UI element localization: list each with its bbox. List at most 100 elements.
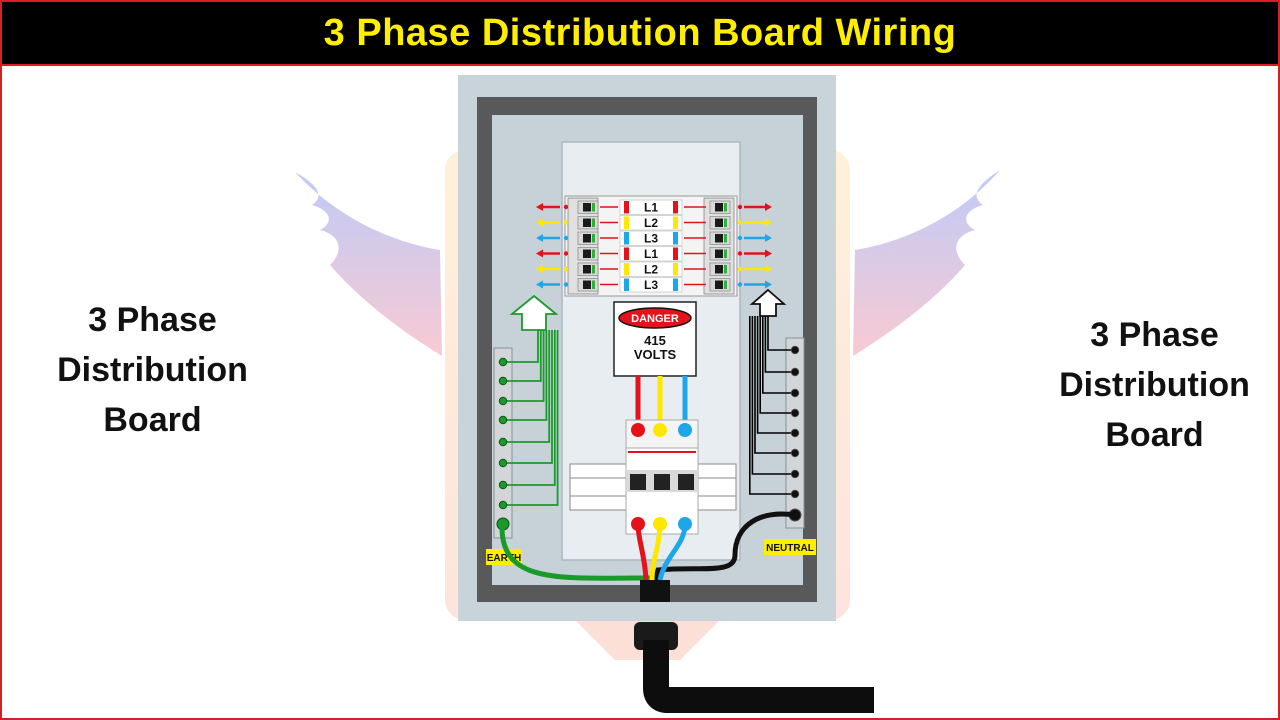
phase-color-tag [624, 247, 629, 260]
terminal-dot [563, 266, 569, 272]
caption-right: 3 Phase Distribution Board [1042, 310, 1267, 460]
mcb-breakers-right [684, 200, 731, 292]
arrow-head-left [536, 280, 543, 289]
caption-left-line1: 3 Phase [88, 301, 217, 339]
neutral-terminal [790, 489, 800, 499]
phase-label-cell [619, 199, 683, 215]
arrow-head-right [765, 218, 772, 227]
mcb-toggle [583, 249, 591, 258]
earth-terminal [498, 376, 508, 386]
earth-wire [503, 330, 545, 402]
neutral-wire [754, 316, 795, 454]
title-bar: 3 Phase Distribution Board Wiring [2, 2, 1278, 66]
phase-label: L1 [644, 247, 658, 261]
neutral-terminal [790, 448, 800, 458]
outgoing-phase-arrows [536, 203, 772, 289]
phase-label: L1 [644, 201, 658, 215]
phase-color-tag [673, 201, 678, 214]
terminal-dot [737, 251, 743, 256]
terminal-dot [563, 251, 569, 256]
phase-label: L3 [644, 278, 658, 292]
phase-label: L2 [644, 263, 658, 277]
earth-wire [503, 330, 553, 464]
caption-left-line2: Distribution [57, 351, 248, 389]
arrow-head-right [765, 265, 772, 273]
earth-wire [503, 330, 556, 486]
arrow-head-left [536, 218, 543, 227]
mcb-indicator [592, 234, 595, 243]
mcb-indicator [592, 265, 595, 274]
phase-color-tag [673, 263, 678, 276]
caption-right-line2: Distribution [1059, 366, 1250, 404]
phase-color-tag [673, 278, 678, 291]
mcb-toggle [715, 234, 723, 243]
danger-sign-line2: VOLTS [634, 347, 677, 362]
earth-label: EARTH [487, 553, 521, 564]
mcb-indicator [724, 203, 727, 212]
mcb-toggle [583, 280, 591, 289]
neutral-wire [767, 316, 795, 351]
wing-icon-left [295, 172, 442, 356]
terminal-dot [737, 220, 743, 225]
arrow-head-right [765, 280, 772, 289]
phase-color-tag [624, 278, 629, 291]
mcb-indicator [724, 218, 727, 227]
mcb-toggle [715, 218, 723, 227]
terminal-dot [563, 282, 569, 287]
arrow-up-icon-earth [509, 294, 559, 331]
mcb-breakers-left [577, 200, 618, 292]
phase-label: L3 [644, 232, 658, 246]
arrow-head-right [765, 249, 772, 258]
neutral-terminal [790, 428, 800, 438]
arrow-head-left [536, 249, 543, 258]
wing-icon-right [853, 170, 1000, 356]
earth-wire [503, 330, 551, 443]
mcb-indicator [592, 280, 595, 289]
mcb-toggle [583, 234, 591, 243]
mcb-toggle [715, 249, 723, 258]
terminal-dot [737, 266, 743, 272]
earth-terminal [498, 458, 508, 468]
mcb-toggle [715, 280, 723, 289]
terminal-dot [563, 204, 569, 210]
earth-terminal [498, 500, 508, 510]
earth-terminal [498, 437, 508, 447]
neutral-terminal [790, 345, 800, 355]
neutral-terminal [790, 367, 800, 377]
mcb-indicator [592, 203, 595, 212]
phase-label-cell [619, 215, 683, 231]
arrow-head-left [536, 234, 543, 242]
neutral-terminal [790, 408, 800, 418]
terminal-dot [563, 220, 569, 225]
mcb-indicator [592, 249, 595, 258]
earth-wire [503, 330, 539, 363]
arrow-head-left [536, 265, 543, 273]
arrow-head-left [536, 203, 543, 211]
caption-right-line3: Board [1105, 416, 1204, 454]
earth-terminal [498, 357, 508, 367]
caption-left-line3: Board [103, 401, 202, 439]
main-isolator [569, 376, 737, 535]
phase-color-tag [624, 216, 629, 229]
incoming-supply-cable [499, 511, 874, 713]
arrow-up-icon-neutral [749, 288, 787, 317]
terminal-dot [737, 235, 743, 241]
earth-terminal [498, 415, 508, 425]
earth-wires [496, 330, 559, 531]
terminal-dot [737, 204, 743, 210]
caption-left: 3 Phase Distribution Board [40, 295, 265, 445]
neutral-label-box [764, 539, 816, 555]
earth-wire [503, 330, 542, 382]
neutral-terminal [790, 388, 800, 398]
arrow-head-right [765, 203, 772, 211]
earth-wire [503, 330, 548, 421]
neutral-terminal [790, 469, 800, 479]
phase-label: L2 [644, 216, 658, 230]
earth-wire [503, 330, 559, 506]
phase-label-cell [619, 230, 683, 246]
neutral-label: NEUTRAL [766, 543, 814, 554]
phase-color-tag [624, 201, 629, 214]
